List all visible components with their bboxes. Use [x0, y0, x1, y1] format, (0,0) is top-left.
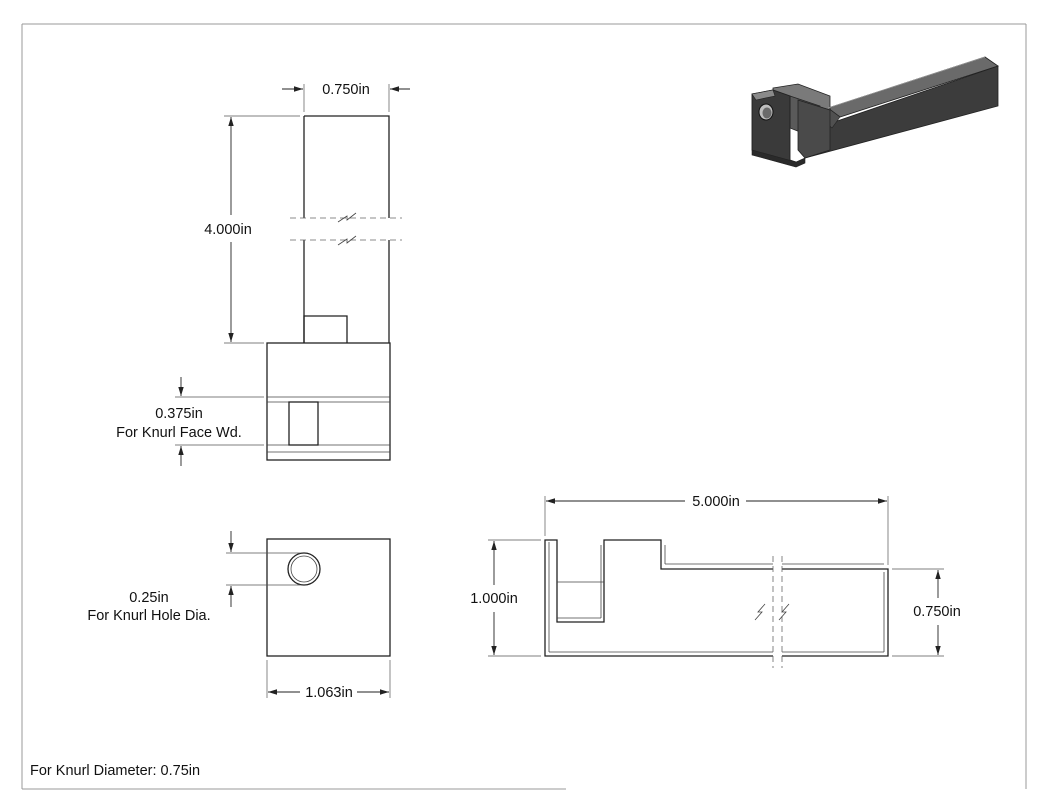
dim-front-width-label: 1.063in [305, 685, 353, 701]
knurl-diameter-note: For Knurl Diameter: 0.75in [30, 763, 200, 779]
dim-top-width: 0.750in [282, 82, 410, 112]
dim-side-height-total: 1.000in [470, 539, 541, 657]
dim-knurl-hole-dia: 0.25in For Knurl Hole Dia. [87, 531, 300, 624]
side-view [544, 539, 889, 668]
dim-front-width: 1.063in [266, 660, 391, 701]
dim-knurl-hole-dia-label: 0.25in [129, 590, 169, 606]
dim-side-length: 5.000in [544, 494, 889, 565]
front-view [266, 538, 391, 657]
dim-knurl-face-width-label: 0.375in [155, 406, 203, 422]
dim-top-length: 4.000in [204, 115, 300, 344]
dim-side-height-total-label: 1.000in [470, 591, 518, 607]
dim-side-height-right-label: 0.750in [913, 604, 961, 620]
dim-top-length-label: 4.000in [204, 222, 252, 238]
dim-side-length-label: 5.000in [692, 494, 740, 510]
dim-knurl-hole-dia-note: For Knurl Hole Dia. [87, 608, 210, 624]
top-view [266, 115, 402, 461]
sheet-border [21, 23, 1027, 790]
dim-knurl-face-width: 0.375in For Knurl Face Wd. [116, 377, 264, 466]
dim-top-width-label: 0.750in [322, 82, 370, 98]
dim-side-height-right: 0.750in [892, 568, 961, 657]
isometric-view [751, 56, 999, 168]
dim-knurl-face-width-note: For Knurl Face Wd. [116, 425, 242, 441]
